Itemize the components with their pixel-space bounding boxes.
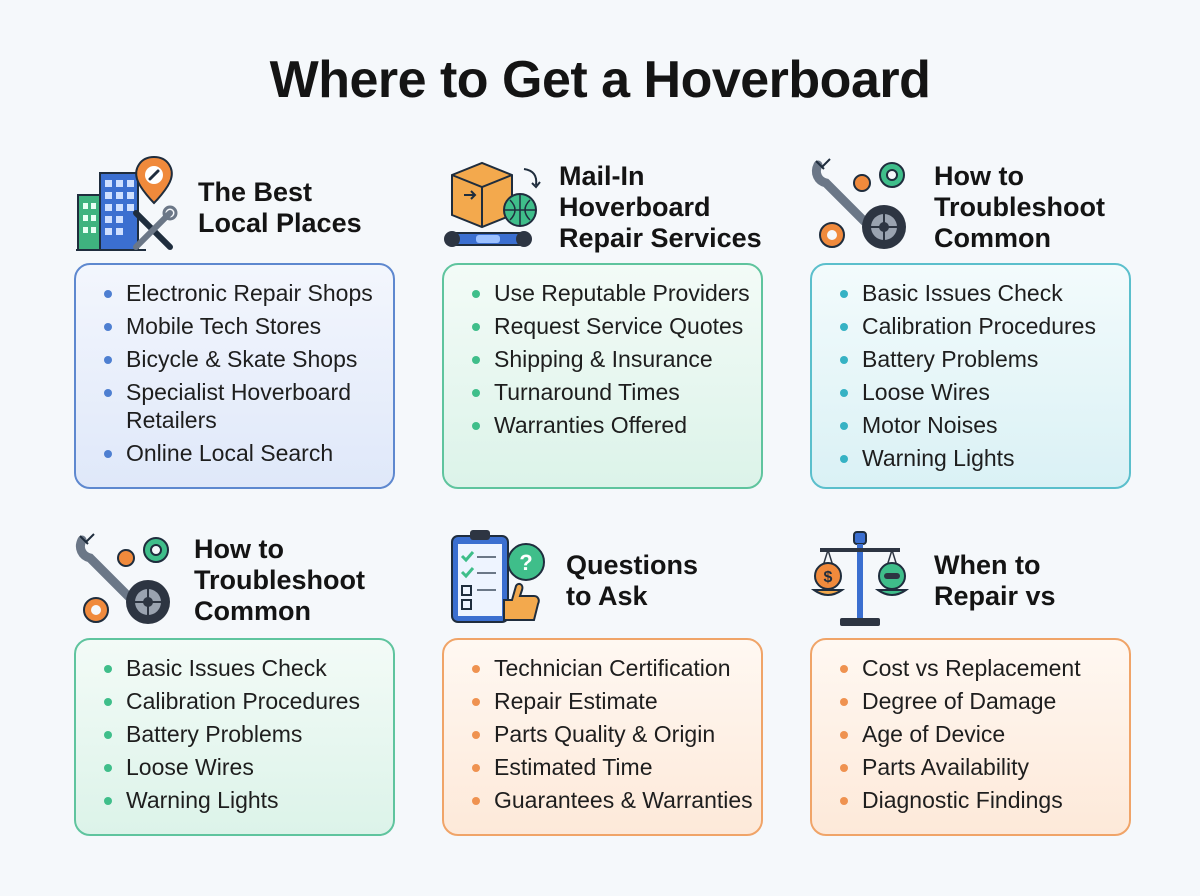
bullet-dot [472, 731, 480, 739]
shipping-box-hoverboard-icon [442, 155, 552, 255]
section-repair-vs-replace: $ When to Repair vs Cost vs Replacement … [810, 530, 1135, 836]
section-title: How to Troubleshoot Common [194, 534, 365, 626]
section-troubleshoot-common-bottom: How to Troubleshoot Common Basic Issues … [74, 530, 399, 836]
section-card: Use Reputable Providers Request Service … [442, 263, 763, 489]
page-title: Where to Get a Hoverboard [269, 51, 931, 109]
bullet-dot [472, 290, 480, 298]
section-title: Mail-In Hoverboard Repair Services [559, 161, 762, 253]
bullet-dot [472, 764, 480, 772]
list-item: Online Local Search [104, 439, 393, 467]
wrench-gears-wheel-icon [74, 530, 184, 630]
list-item: Technician Certification [472, 654, 761, 682]
list-item: Battery Problems [104, 720, 393, 748]
bullet-dot [840, 698, 848, 706]
bullet-dot [840, 731, 848, 739]
list-item: Bicycle & Skate Shops [104, 345, 393, 373]
list-item: Turnaround Times [472, 378, 761, 406]
list-item: Motor Noises [840, 411, 1129, 439]
section-card: Technician Certification Repair Estimate… [442, 638, 763, 836]
list-item: Electronic Repair Shops [104, 279, 393, 307]
list-item: Warning Lights [840, 444, 1129, 472]
list-item: Calibration Procedures [840, 312, 1129, 340]
list-item: Use Reputable Providers [472, 279, 761, 307]
section-card: Basic Issues Check Calibration Procedure… [810, 263, 1131, 489]
list-item: Estimated Time [472, 753, 761, 781]
bullet-dot [840, 797, 848, 805]
section-questions-to-ask: ? Questions to Ask Technician Certificat… [442, 530, 767, 836]
section-card: Cost vs Replacement Degree of Damage Age… [810, 638, 1131, 836]
bullet-dot [840, 323, 848, 331]
section-title: When to Repair vs [934, 550, 1056, 611]
bullet-dot [472, 698, 480, 706]
bullet-dot [104, 450, 112, 458]
list-item: Cost vs Replacement [840, 654, 1129, 682]
bullet-dot [472, 356, 480, 364]
section-card: Basic Issues Check Calibration Procedure… [74, 638, 395, 836]
list-item: Mobile Tech Stores [104, 312, 393, 340]
list-item: Warranties Offered [472, 411, 761, 439]
bullet-dot [104, 731, 112, 739]
city-repair-location-icon [74, 155, 184, 255]
bullet-dot [104, 698, 112, 706]
list-item: Shipping & Insurance [472, 345, 761, 373]
bullet-dot [472, 323, 480, 331]
list-item: Warning Lights [104, 786, 393, 814]
list-item: Battery Problems [840, 345, 1129, 373]
bullet-dot [840, 665, 848, 673]
list-item: Basic Issues Check [104, 654, 393, 682]
clipboard-question-icon: ? [442, 530, 552, 630]
bullet-dot [840, 422, 848, 430]
bullet-dot [840, 764, 848, 772]
list-item: Parts Quality & Origin [472, 720, 761, 748]
list-item: Basic Issues Check [840, 279, 1129, 307]
list-item: Loose Wires [840, 378, 1129, 406]
list-item: Request Service Quotes [472, 312, 761, 340]
list-item: Age of Device [840, 720, 1129, 748]
bullet-dot [104, 764, 112, 772]
bullet-dot [472, 389, 480, 397]
list-item: Guarantees & Warranties [472, 786, 761, 814]
bullet-dot [840, 389, 848, 397]
svg-text:$: $ [824, 569, 833, 586]
bullet-dot [104, 665, 112, 673]
bullet-dot [104, 389, 112, 397]
list-item: Loose Wires [104, 753, 393, 781]
section-mail-in-repair: Mail-In Hoverboard Repair Services Use R… [442, 155, 767, 489]
list-item: Repair Estimate [472, 687, 761, 715]
wrench-gears-wheel-icon [810, 155, 920, 255]
list-item: Calibration Procedures [104, 687, 393, 715]
section-title: The Best Local Places [198, 177, 362, 238]
list-item: Degree of Damage [840, 687, 1129, 715]
bullet-dot [840, 455, 848, 463]
balance-scale-icon: $ [810, 530, 920, 630]
bullet-dot [104, 356, 112, 364]
list-item: Diagnostic Findings [840, 786, 1129, 814]
section-title: Questions to Ask [566, 550, 699, 611]
list-item: Parts Availability [840, 753, 1129, 781]
section-title: How to Troubleshoot Common [934, 161, 1105, 253]
section-local-places: The Best Local Places Electronic Repair … [74, 155, 399, 489]
svg-text:?: ? [519, 550, 532, 575]
bullet-dot [104, 290, 112, 298]
list-item: Specialist Hoverboard Retailers [104, 378, 376, 434]
section-card: Electronic Repair Shops Mobile Tech Stor… [74, 263, 395, 489]
bullet-dot [840, 356, 848, 364]
bullet-dot [472, 665, 480, 673]
bullet-dot [104, 323, 112, 331]
bullet-dot [104, 797, 112, 805]
bullet-dot [472, 422, 480, 430]
bullet-dot [840, 290, 848, 298]
section-troubleshoot-common-top: How to Troubleshoot Common Basic Issues … [810, 155, 1135, 489]
bullet-dot [472, 797, 480, 805]
